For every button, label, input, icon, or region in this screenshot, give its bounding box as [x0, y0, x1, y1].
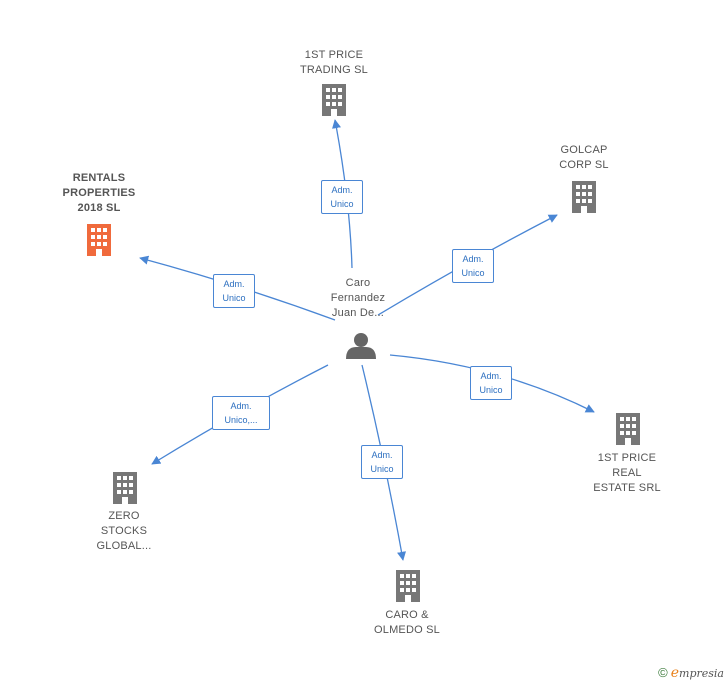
node-label-caro-olmedo[interactable]: CARO & OLMEDO SL [374, 609, 440, 636]
node-label-1st-price-trading[interactable]: 1ST PRICE TRADING SL [299, 49, 368, 76]
brand-name: mpresia [679, 667, 724, 680]
center-person-name[interactable]: Caro Fernandez Juan De... [330, 277, 386, 319]
building-icon[interactable] [572, 181, 596, 213]
building-icon[interactable] [322, 84, 346, 116]
edge-label-golcap: Adm. Unico [452, 249, 494, 283]
edge-label-caro-olmedo: Adm. Unico [361, 445, 403, 479]
node-label-golcap[interactable]: GOLCAP CORP SL [559, 144, 609, 171]
edge-label-rentals: Adm. Unico [213, 274, 255, 308]
copyright-symbol: © [658, 665, 668, 680]
building-icon[interactable] [396, 570, 420, 602]
brand-initial: e [670, 665, 680, 681]
node-label-1st-price-real-estate[interactable]: 1ST PRICE REAL ESTATE SRL [593, 452, 661, 494]
node-label-rentals-properties[interactable]: RENTALS PROPERTIES 2018 SL [62, 172, 136, 214]
edge-label-1st-price-trading: Adm. Unico [321, 180, 363, 214]
building-icon[interactable] [616, 413, 640, 445]
edge-label-zero-stocks: Adm. Unico,... [212, 396, 270, 430]
building-icon[interactable] [113, 472, 137, 504]
edge-label-1st-price-real-estate: Adm. Unico [470, 366, 512, 400]
person-icon[interactable] [346, 333, 376, 359]
empresia-logo: ©empresia [658, 665, 724, 681]
building-icon[interactable] [87, 224, 111, 256]
node-label-zero-stocks[interactable]: ZERO STOCKS GLOBAL... [96, 510, 152, 552]
